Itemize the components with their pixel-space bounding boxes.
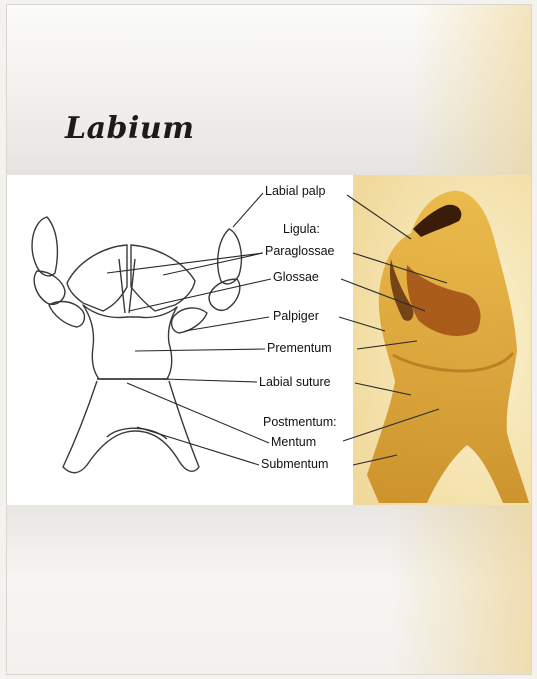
- labium-figure: Labial palp Ligula: Paraglossae Glossae …: [7, 175, 532, 505]
- label-labial-palp: Labial palp: [265, 184, 326, 198]
- label-postmentum: Postmentum:: [263, 415, 337, 429]
- video-frame: Labium: [6, 4, 532, 675]
- label-palpiger: Palpiger: [273, 309, 319, 323]
- label-mentum: Mentum: [271, 435, 316, 449]
- bottom-background: [7, 505, 531, 675]
- page-title: Labium: [65, 111, 194, 146]
- label-submentum: Submentum: [261, 457, 328, 471]
- label-paraglossae: Paraglossae: [265, 244, 335, 258]
- top-background: [7, 5, 531, 175]
- label-labial-suture: Labial suture: [259, 375, 331, 389]
- label-ligula: Ligula:: [283, 222, 320, 236]
- label-prementum: Prementum: [267, 341, 332, 355]
- label-glossae: Glossae: [273, 270, 319, 284]
- labium-svg: Labial palp Ligula: Paraglossae Glossae …: [7, 175, 532, 505]
